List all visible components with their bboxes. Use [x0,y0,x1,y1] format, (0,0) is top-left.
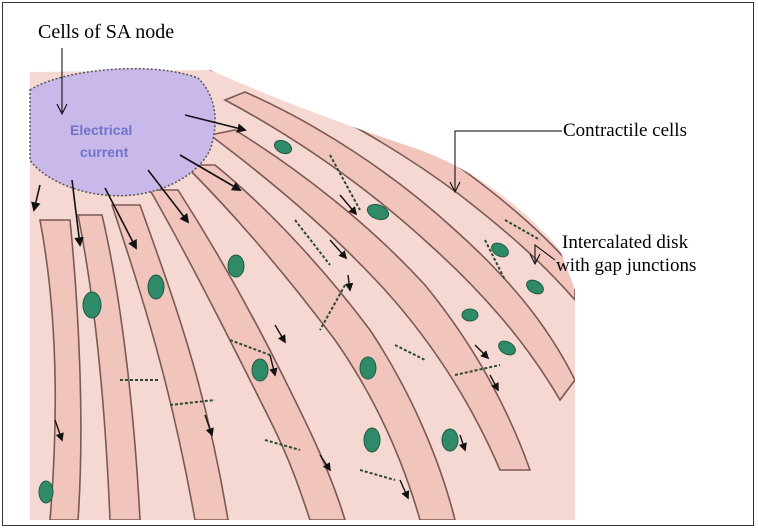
electrical-label-2: current [80,144,129,160]
gap-junctions-label: with gap junctions [556,256,696,275]
sa-node-label: Cells of SA node [38,22,174,42]
electrical-label-1: Electrical [70,122,132,138]
contractile-cells-label: Contractile cells [563,121,687,140]
intercalated-disk-label: Intercalated disk [562,233,688,252]
